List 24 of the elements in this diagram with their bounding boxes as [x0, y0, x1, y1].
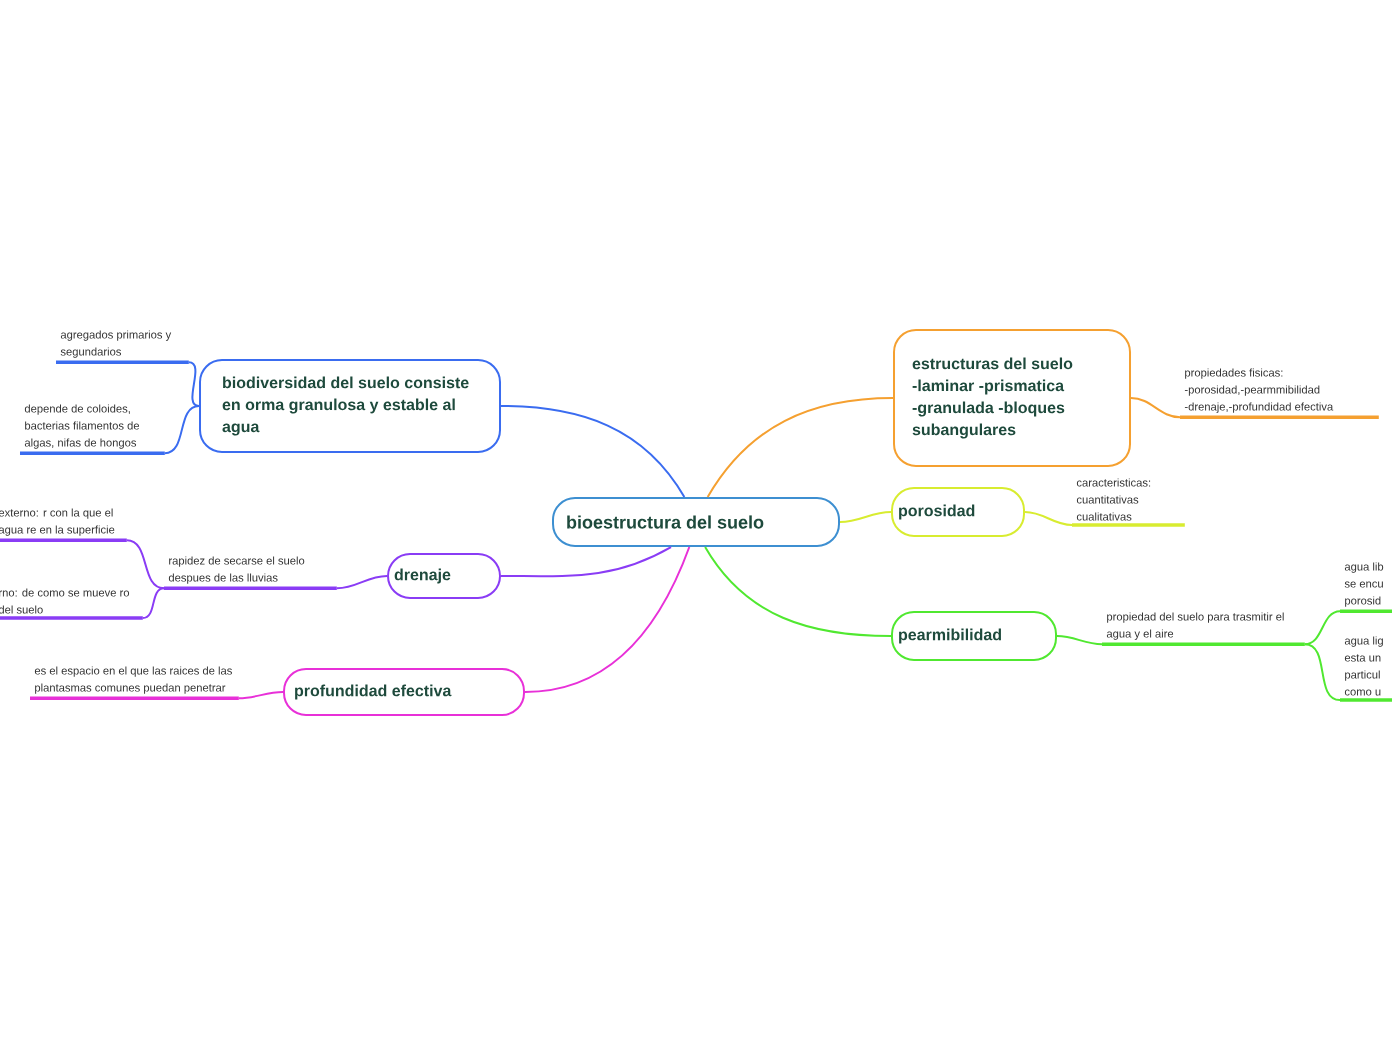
branch-line [125, 539, 165, 590]
branch-line [524, 546, 691, 693]
branch-line [163, 405, 200, 455]
branch-line [187, 361, 200, 407]
topic-box: pearmibilidad [891, 611, 1057, 661]
branch-line [1303, 610, 1341, 646]
branch-line [839, 511, 892, 523]
branch-line [1130, 397, 1181, 419]
branch-line [500, 546, 672, 578]
branch-line [1024, 511, 1073, 527]
branch-line [335, 575, 388, 590]
topic-box: drenaje [387, 553, 501, 599]
topic-box: bioestructura del suelo [552, 497, 840, 547]
topic-box: estructuras del suelo -laminar -prismatica -granulada -bloques subangulares [893, 329, 1131, 467]
branch-line [237, 691, 284, 700]
topic-box: profundidad efectiva [283, 668, 525, 716]
branch-line [1303, 643, 1341, 702]
branch-line [141, 587, 165, 620]
branch-line [706, 397, 894, 498]
topic-box: porosidad [891, 487, 1025, 537]
branch-line [500, 405, 686, 498]
branch-line [1056, 635, 1103, 646]
topic-box: biodiversidad del suelo consiste en orma granulosa y estable al agua [199, 359, 501, 453]
branch-line [704, 546, 892, 637]
